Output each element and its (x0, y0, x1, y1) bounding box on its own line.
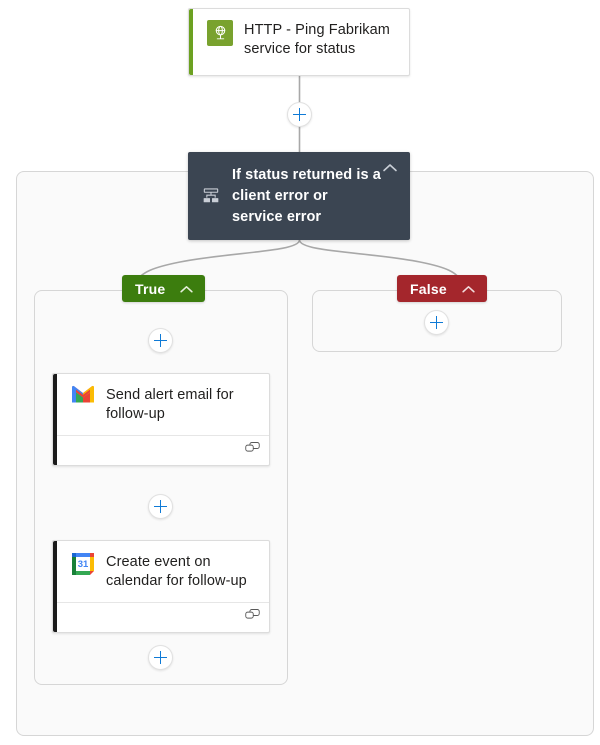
trigger-title: HTTP - Ping Fabrikam service for status (244, 22, 390, 57)
condition-card[interactable]: If status returned is a client error or … (188, 152, 410, 240)
globe-http-icon (207, 20, 233, 46)
add-step-true-bottom[interactable] (148, 645, 173, 670)
connection-link-icon-gmail[interactable] (245, 440, 260, 458)
add-step-false[interactable] (424, 310, 449, 335)
action-footer-gmail (53, 435, 269, 462)
condition-branch-icon (200, 185, 222, 207)
branch-label-true: True (135, 280, 166, 297)
chevron-up-icon-false[interactable] (461, 281, 476, 297)
google-calendar-icon: 31 (71, 552, 95, 576)
add-step-after-trigger[interactable] (287, 102, 312, 127)
action-card-create-event[interactable]: 31 Create event on calendar for follow-u… (52, 540, 270, 633)
branch-label-false: False (410, 280, 447, 297)
branch-badge-true[interactable]: True (122, 275, 206, 302)
action-title-send-email: Send alert email for follow-up (106, 387, 234, 422)
branch-badge-false[interactable]: False (397, 275, 487, 302)
chevron-up-icon-true[interactable] (179, 281, 194, 297)
action-accent-bar-gmail (53, 374, 57, 465)
svg-text:31: 31 (78, 559, 89, 570)
gmail-icon (71, 385, 95, 409)
connection-link-icon-gcal[interactable] (245, 607, 260, 625)
add-step-true-middle[interactable] (148, 494, 173, 519)
add-step-true-top[interactable] (148, 328, 173, 353)
trigger-card-http[interactable]: HTTP - Ping Fabrikam service for status (188, 8, 410, 76)
trigger-accent-bar (189, 9, 193, 75)
action-title-create-event: Create event on calendar for follow-up (106, 554, 247, 589)
chevron-up-icon-condition[interactable] (382, 160, 400, 178)
condition-title: If status returned is a client error or … (232, 166, 381, 225)
action-footer-gcal (53, 602, 269, 629)
action-accent-bar-gcal (53, 541, 57, 632)
action-card-send-email[interactable]: Send alert email for follow-up (52, 373, 270, 466)
